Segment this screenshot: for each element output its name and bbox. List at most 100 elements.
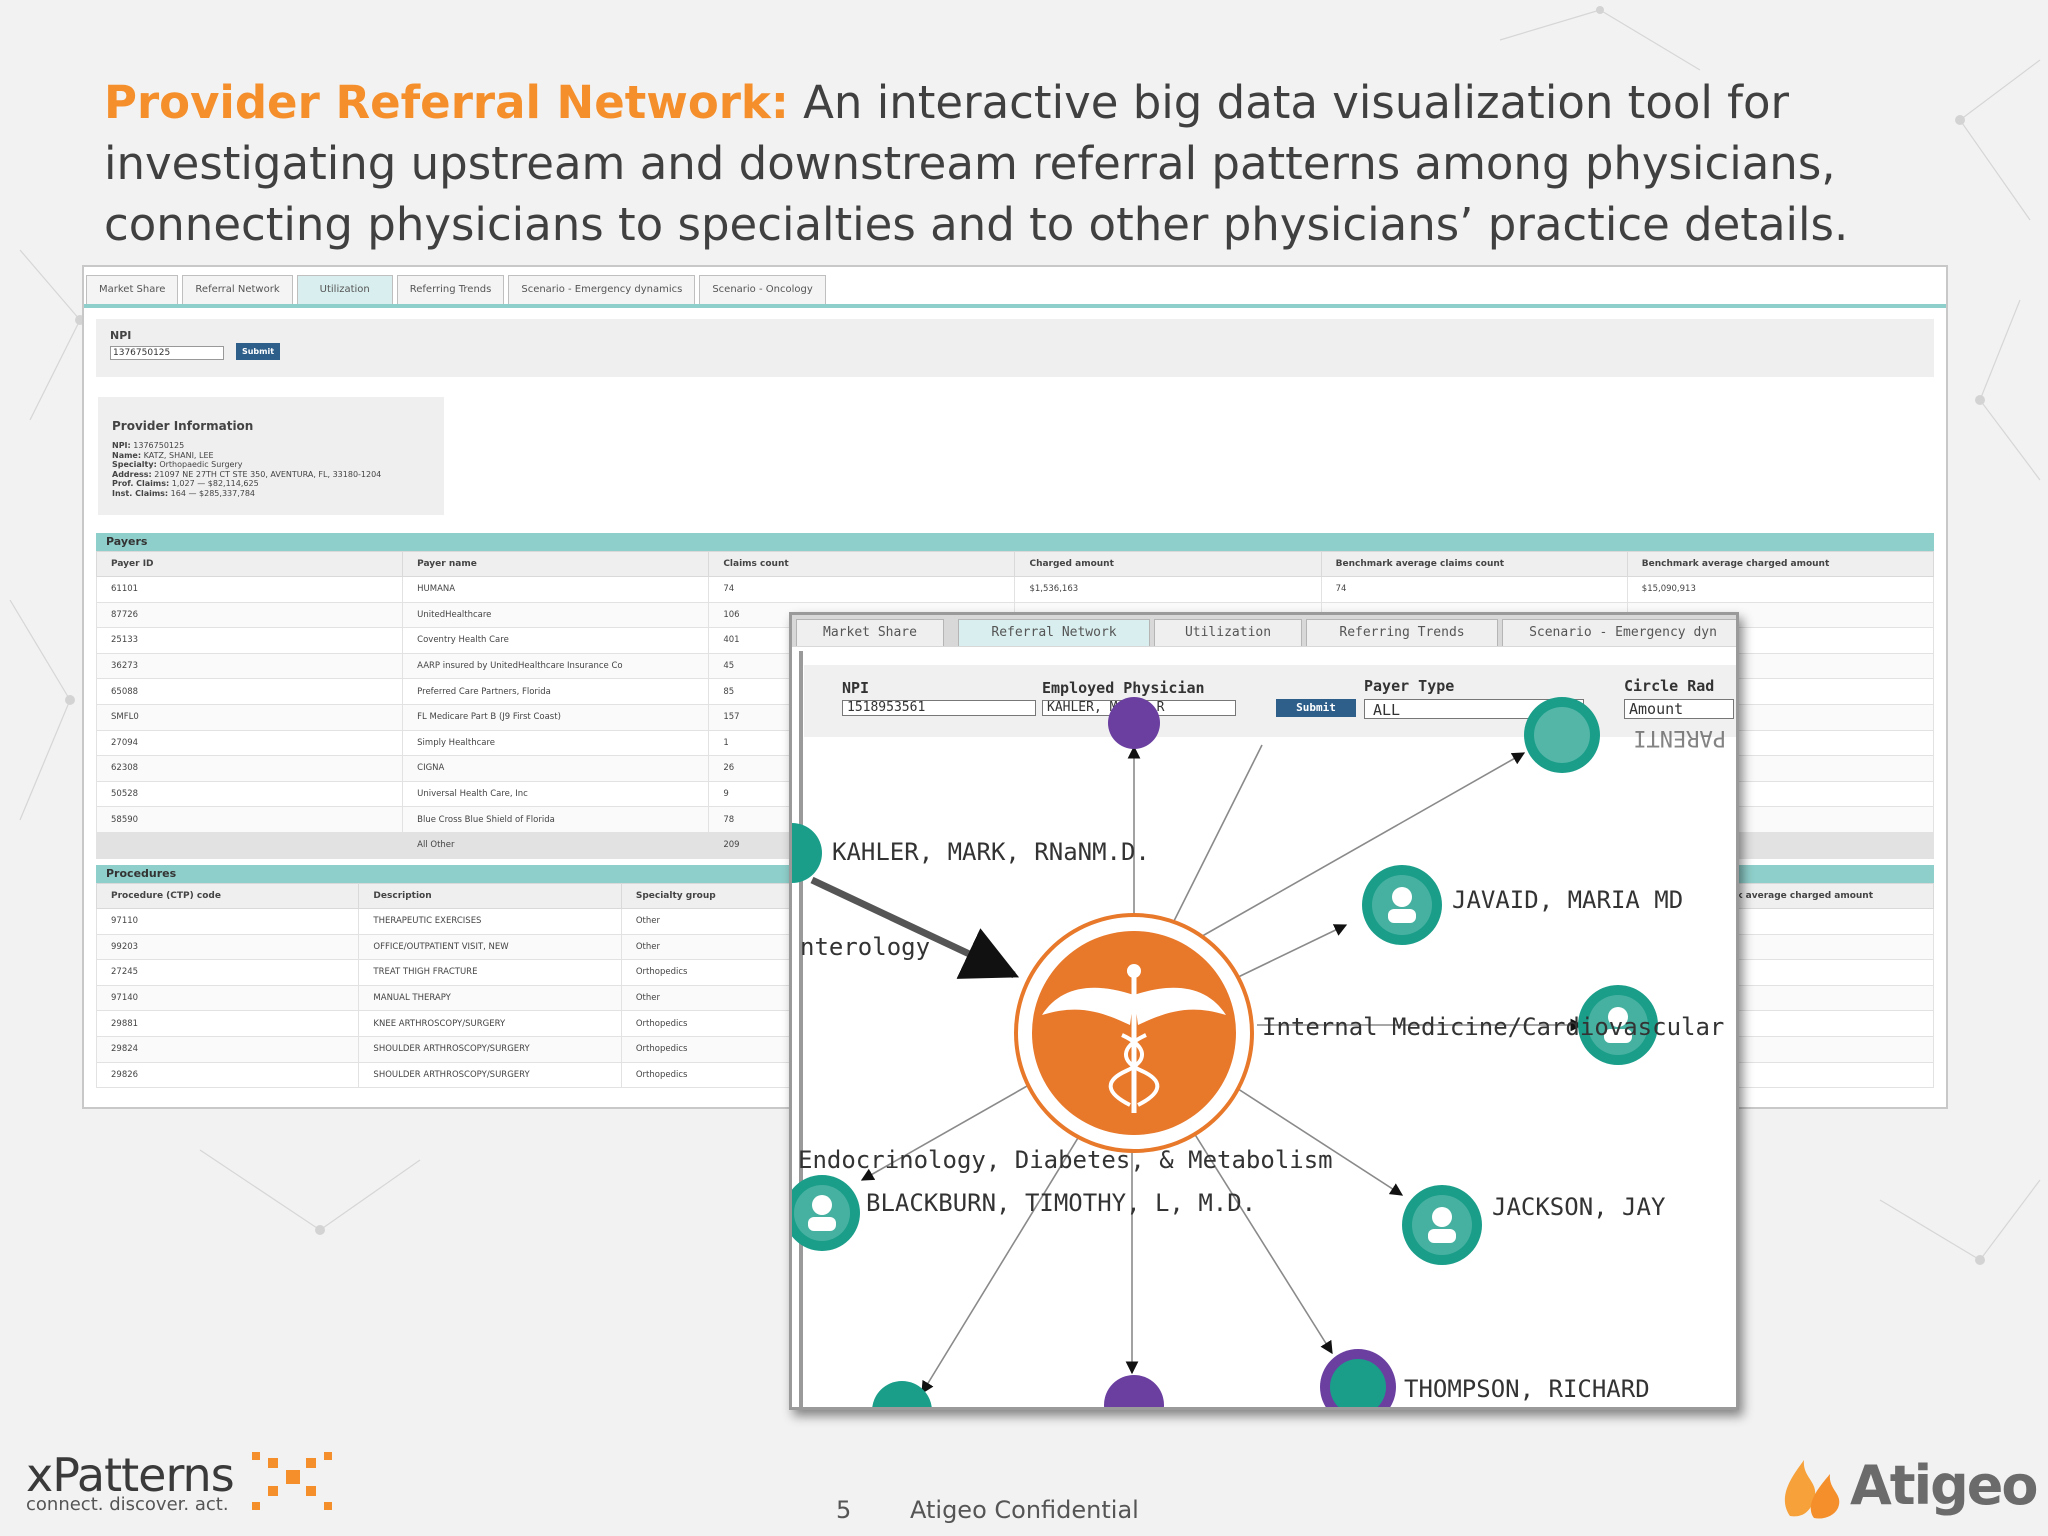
- payers-column-header[interactable]: Benchmark average charged amount: [1626, 551, 1935, 577]
- window-inner-border: [799, 651, 1736, 1407]
- employed-physician-label: Employed Physician: [1042, 679, 1205, 697]
- table-cell: FL Medicare Part B (J9 First Coast): [402, 703, 710, 731]
- npi-label: NPI: [842, 679, 870, 697]
- procedures-column-header[interactable]: Procedure (CTP) code: [95, 883, 360, 909]
- table-cell: OFFICE/OUTPATIENT VISIT, NEW: [358, 933, 622, 961]
- tab-market-share[interactable]: Market Share: [86, 275, 179, 304]
- circle-radius-label: Circle Rad: [1624, 677, 1715, 695]
- provider-inst-claims-line: Inst. Claims: 164 — $285,337,784: [112, 488, 256, 498]
- provider-specialty-line: Specialty: Orthopaedic Surgery: [112, 460, 243, 469]
- tab-scenario-emergency[interactable]: Scenario - Emergency dynamics: [508, 275, 696, 304]
- label-internal-medicine: Internal Medicine/Cardiovascular: [1262, 1013, 1724, 1041]
- xpatterns-logo: xPatterns connect. discover. act.: [26, 1448, 332, 1518]
- payer-type-value: ALL: [1373, 701, 1401, 719]
- node-blackburn[interactable]: [792, 1175, 860, 1251]
- table-cell: SMFL0: [95, 703, 404, 731]
- table-cell: 50528: [95, 780, 404, 808]
- submit-button[interactable]: Submit: [1276, 699, 1356, 717]
- payers-column-header[interactable]: Benchmark average claims count: [1320, 551, 1628, 577]
- node-kahler[interactable]: [792, 823, 822, 883]
- edge-top-right: [1157, 744, 1263, 954]
- utilization-tab-bar: Market Share Referral Network Utilizatio…: [84, 275, 826, 305]
- payers-column-header[interactable]: Claims count: [708, 551, 1016, 577]
- title-description: An interactive big data visualization to…: [104, 76, 1849, 251]
- node-bottom-left[interactable]: [872, 1381, 932, 1407]
- provider-info-title: Provider Information: [112, 419, 254, 433]
- confidential-notice: Atigeo Confidential: [910, 1496, 1139, 1524]
- slide-title: Provider Referral Network: An interactiv…: [104, 72, 1984, 255]
- tab-referring-trends[interactable]: Referring Trends: [396, 275, 505, 304]
- tab-referral-network[interactable]: Referral Network: [182, 275, 293, 304]
- table-cell: KNEE ARTHROSCOPY/SURGERY: [358, 1010, 622, 1037]
- label-blackburn: BLACKBURN, TIMOTHY, L, M.D.: [866, 1189, 1256, 1217]
- table-cell: 97110: [95, 908, 360, 935]
- provider-info-lines: NPI: 1376750125 Name: KATZ, SHANI, LEE S…: [112, 441, 381, 498]
- submit-button[interactable]: Submit: [236, 343, 280, 360]
- node-top[interactable]: [1108, 697, 1160, 749]
- xpatterns-tagline: connect. discover. act.: [26, 1494, 229, 1515]
- provider-information-panel: Provider Information NPI: 1376750125 Nam…: [98, 397, 444, 515]
- payers-column-header[interactable]: Charged amount: [1014, 551, 1322, 577]
- table-cell: 61101: [95, 576, 404, 603]
- referral-tab-bar: Market Share Referral Network Utilizatio…: [792, 615, 1736, 647]
- tab-scenario-oncology[interactable]: Scenario - Oncology: [699, 275, 826, 304]
- table-cell: AARP insured by UnitedHealthcare Insuran…: [402, 652, 710, 680]
- label-endocrinology: Endocrinology, Diabetes, & Metabolism: [798, 1146, 1333, 1174]
- tab-referral-network[interactable]: Referral Network: [958, 619, 1150, 646]
- provider-name-line: Name: KATZ, SHANI, LEE: [112, 450, 214, 460]
- table-cell: 99203: [95, 933, 360, 961]
- node-javaid[interactable]: [1362, 865, 1442, 945]
- table-cell: Coventry Health Care: [402, 627, 710, 654]
- payers-column-header[interactable]: Payer ID: [95, 551, 404, 577]
- tab-referring-trends[interactable]: Referring Trends: [1306, 619, 1498, 646]
- atigeo-wordmark: Atigeo: [1850, 1454, 2038, 1517]
- tab-underline: [84, 304, 1946, 308]
- referral-network-graph: KAHLER, MARK, RNaNM.D. nterology JAVAID,…: [792, 697, 1726, 1407]
- atigeo-flame-icon: [1784, 1460, 1840, 1519]
- label-thompson: THOMPSON, RICHARD: [1404, 1375, 1650, 1403]
- npi-input[interactable]: 1518953561: [842, 700, 1036, 716]
- caduceus-icon: [1042, 964, 1226, 1113]
- table-cell: 27245: [95, 959, 360, 986]
- tab-utilization[interactable]: Utilization: [296, 275, 393, 304]
- label-kahler: KAHLER, MARK, RNaNM.D.: [832, 838, 1150, 866]
- edge-to-javaid: [1231, 924, 1348, 981]
- node-parenti[interactable]: [1524, 697, 1600, 773]
- table-cell: 74: [708, 576, 1016, 603]
- circle-radius-select[interactable]: Amount: [1624, 699, 1734, 719]
- table-cell: SHOULDER ARTHROSCOPY/SURGERY: [358, 1035, 622, 1063]
- table-cell: 97140: [95, 984, 360, 1012]
- table-cell: 29826: [95, 1061, 360, 1089]
- edge-to-jackson: [1231, 1084, 1404, 1196]
- atigeo-logo: Atigeo: [1780, 1452, 2038, 1522]
- tab-market-share[interactable]: Market Share: [796, 619, 944, 646]
- label-javaid: JAVAID, MARIA MD: [1452, 886, 1683, 914]
- table-cell: 62308: [95, 755, 404, 782]
- table-cell: 58590: [95, 806, 404, 833]
- npi-label: NPI: [110, 329, 132, 342]
- edge-to-parenti: [1189, 752, 1526, 944]
- table-cell: Simply Healthcare: [402, 729, 710, 757]
- table-cell: 27094: [95, 729, 404, 757]
- edge-from-gastro: [810, 876, 1020, 979]
- edge-to-thompson: [1183, 1116, 1333, 1355]
- tab-scenario-emergency[interactable]: Scenario - Emergency dyn: [1502, 619, 1736, 646]
- table-cell: 87726: [95, 601, 404, 629]
- node-bottom[interactable]: [1104, 1375, 1164, 1407]
- payers-column-header[interactable]: Payer name: [402, 551, 710, 577]
- provider-prof-claims-line: Prof. Claims: 1,027 — $82,114,625: [112, 479, 259, 488]
- node-internal-medicine[interactable]: [1578, 985, 1658, 1065]
- table-cell: 25133: [95, 627, 404, 654]
- npi-search-panel: NPI 1376750125 Submit: [96, 319, 1934, 377]
- edge-to-endo: [860, 1072, 1051, 1181]
- table-cell: 36273: [95, 652, 404, 680]
- procedures-column-header[interactable]: Description: [358, 883, 622, 909]
- edge-to-bottom-left: [921, 1114, 1093, 1395]
- xpatterns-wordmark: xPatterns: [26, 1448, 235, 1502]
- node-thompson[interactable]: [1320, 1349, 1396, 1407]
- npi-input[interactable]: 1376750125: [110, 346, 224, 360]
- node-jackson[interactable]: [1402, 1185, 1482, 1265]
- tab-utilization[interactable]: Utilization: [1154, 619, 1302, 646]
